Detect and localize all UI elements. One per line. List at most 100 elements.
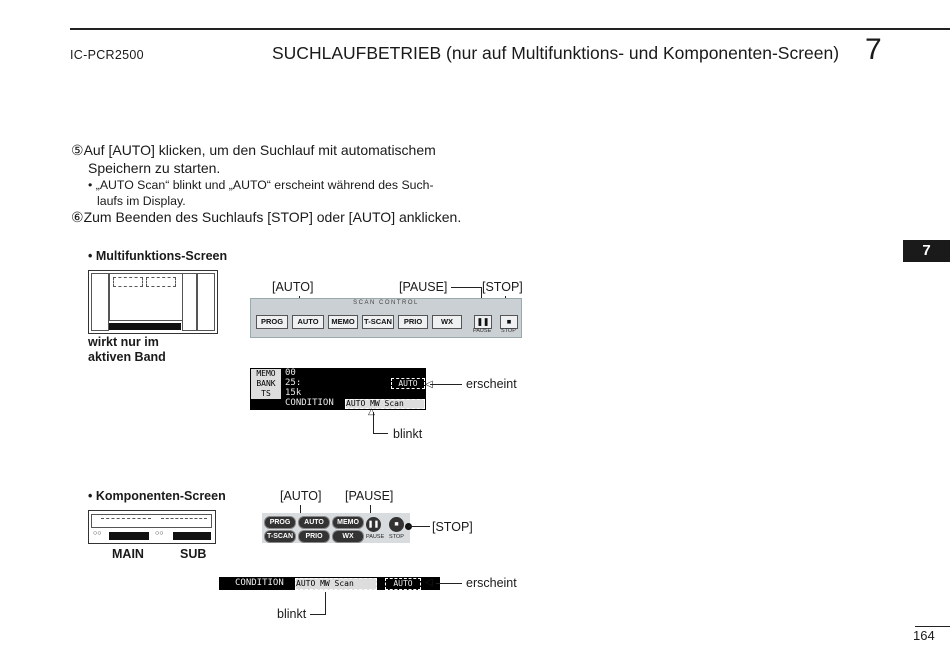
prio-button[interactable]: PRIO (398, 315, 428, 329)
comp-pause-caption: PAUSE (366, 534, 385, 540)
auto-indicator: AUTO (391, 378, 425, 389)
t-scan-button[interactable]: T-SCAN (362, 315, 394, 329)
component-heading: • Komponenten-Screen (88, 489, 226, 503)
comp-label-blinkt: blinkt (277, 607, 307, 621)
comp-stop-caption: STOP (389, 534, 404, 540)
memo-value: 00 (285, 368, 296, 378)
label-blinkt-1: blinkt (393, 427, 423, 441)
model-name: IC-PCR2500 (70, 48, 144, 62)
comp-label-stop: [STOP] (432, 520, 473, 534)
bullet-line-1: • „AUTO Scan“ blinkt und „AUTO“ erschein… (88, 178, 434, 192)
page-number-rule (915, 626, 950, 627)
step-5-line-2: Speichern zu starten. (88, 160, 221, 176)
memo-button[interactable]: MEMO (328, 315, 358, 329)
comp-memo-button[interactable]: MEMO (332, 516, 364, 529)
comp-auto-indicator: AUTO (385, 578, 421, 590)
pointer-pause-h (451, 287, 481, 288)
stop-icon: ■ (506, 317, 512, 326)
prog-button[interactable]: PROG (256, 315, 288, 329)
step-5-text: Auf [AUTO] klicken, um den Suchlauf mit … (83, 142, 436, 158)
stop-caption: STOP (501, 328, 516, 334)
comp-prog-button[interactable]: PROG (264, 516, 296, 529)
component-condition-bar: CONDITION AUTO MW Scan AUTO (219, 577, 440, 590)
label-pause: [PAUSE] (399, 280, 448, 294)
comp-stop-icon: ■ (394, 521, 399, 528)
thumb-right-panel-2 (182, 273, 197, 331)
step-5-number: ⑤ (71, 142, 84, 158)
component-screen-thumbnail: ○○ ○○ (88, 510, 216, 544)
sub-label: SUB (180, 547, 207, 561)
comp-condition-label: CONDITION (235, 578, 284, 588)
note-line-2: aktiven Band (88, 350, 166, 364)
auto-scan-indicator: AUTO MW Scan (345, 399, 425, 409)
comp-t-scan-button[interactable]: T-SCAN (264, 530, 296, 543)
comp-auto-scan-indicator: AUTO MW Scan (295, 578, 377, 590)
comp-stop-button[interactable]: ■ (389, 517, 404, 532)
thumb-sub-knobs: ○○ (155, 530, 164, 537)
chapter-side-tab: 7 (903, 240, 950, 262)
ts-tag: TS (251, 389, 281, 399)
step-6-number: ⑥ (71, 209, 84, 225)
header-rule (70, 28, 950, 30)
thumb-main-knobs: ○○ (93, 530, 102, 537)
stop-button[interactable]: ■ (500, 315, 518, 329)
ts-value: 15k (285, 388, 302, 398)
page-number: 164 (913, 628, 935, 643)
label-erscheint-1: erscheint (466, 377, 517, 391)
label-stop: [STOP] (482, 280, 523, 294)
comp-label-auto: [AUTO] (280, 489, 322, 503)
thumb-sub-bar (173, 532, 211, 540)
main-label: MAIN (112, 547, 144, 561)
scan-control-title: SCAN CONTROL (353, 300, 419, 306)
pointer-blinkt-1-v (373, 412, 374, 434)
pause-caption: PAUSE (473, 328, 492, 334)
comp-pointer-blinkt-h (310, 614, 326, 615)
thumb-left-panel (91, 273, 109, 331)
wx-button[interactable]: WX (432, 315, 462, 329)
page-title: SUCHLAUFBETRIEB (nur auf Multifunktions-… (272, 43, 840, 63)
comp-pointer-auto (300, 505, 301, 518)
comp-wx-button[interactable]: WX (332, 530, 364, 543)
comp-pointer-stop (408, 526, 430, 527)
memo-tag: MEMO (251, 369, 281, 379)
pause-icon: ❚❚ (476, 317, 490, 326)
chapter-number: 7 (865, 33, 882, 66)
arrow-up-icon: △ (368, 406, 375, 416)
thumb-comp-dashed-1 (101, 518, 151, 522)
thumb-main-bar (109, 532, 149, 540)
bullet-line-2: laufs im Display. (97, 194, 186, 208)
pointer-erscheint-1 (430, 384, 462, 385)
comp-arrow-left-icon: ◁ (425, 577, 433, 588)
bank-tag: BANK (251, 379, 281, 389)
thumb-comp-dashed-2 (161, 518, 207, 522)
note-line-1: wirkt nur im (88, 335, 159, 349)
comp-label-pause: [PAUSE] (345, 489, 394, 503)
comp-pause-button[interactable]: ❚❚ (366, 517, 381, 532)
step-6-text: Zum Beenden des Suchlaufs [STOP] oder [A… (83, 209, 462, 225)
thumb-dashed-1 (113, 277, 143, 287)
multifunction-screen-thumbnail (88, 270, 218, 334)
scan-control-panel: SCAN CONTROL PROG AUTO MEMO T-SCAN PRIO … (250, 298, 522, 338)
multifunction-heading: • Multifunktions-Screen (88, 249, 228, 263)
comp-label-erscheint: erscheint (466, 576, 517, 590)
display-panel: MEMO 00 BANK 25: TS 15k CONDITION AUTO M… (250, 368, 426, 410)
thumb-right-panel (197, 273, 215, 331)
label-auto: [AUTO] (272, 280, 314, 294)
comp-pointer-blinkt-v (325, 592, 326, 614)
comp-pointer-erscheint (436, 583, 462, 584)
condition-label: CONDITION (285, 398, 334, 408)
pause-button[interactable]: ❚❚ (474, 315, 492, 329)
step-5: ⑤Auf [AUTO] klicken, um den Suchlauf mit… (71, 141, 436, 160)
arrow-left-icon: ◁ (425, 379, 433, 390)
auto-button[interactable]: AUTO (292, 315, 324, 329)
step-6: ⑥Zum Beenden des Suchlaufs [STOP] oder [… (71, 208, 461, 227)
bank-value: 25: (285, 378, 302, 388)
thumb-comp-display (91, 514, 212, 528)
comp-auto-button[interactable]: AUTO (298, 516, 330, 529)
pointer-blinkt-1-h (373, 433, 388, 434)
component-scan-panel: PROG AUTO MEMO T-SCAN PRIO WX ❚❚ ■ PAUSE… (262, 513, 410, 543)
comp-pause-icon: ❚❚ (367, 521, 380, 528)
comp-prio-button[interactable]: PRIO (298, 530, 330, 543)
thumb-display-area (109, 273, 183, 321)
thumb-active-band-bar (109, 323, 181, 330)
